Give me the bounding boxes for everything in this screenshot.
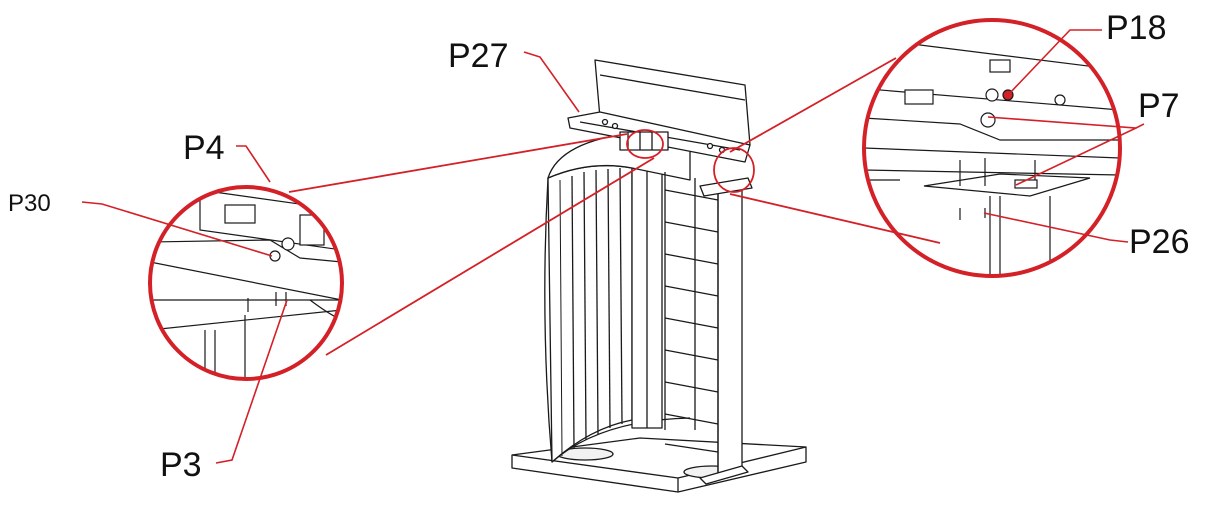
detail-view-left — [148, 185, 344, 381]
leader-p26 — [983, 212, 1129, 243]
detail-circle-right-ring — [862, 18, 1122, 278]
label-p3: P3 — [160, 446, 202, 484]
label-p18: P18 — [1106, 9, 1167, 47]
leader-p4 — [236, 145, 271, 183]
magnify-leader-right-lower — [729, 193, 941, 244]
label-p27: P27 — [448, 37, 509, 75]
label-p7: P7 — [1138, 87, 1180, 125]
post-top-bracket — [699, 177, 753, 197]
label-p30: P30 — [8, 190, 51, 217]
hub-column — [631, 159, 663, 429]
turnstile-assembly — [511, 59, 807, 493]
front-post — [699, 185, 749, 485]
magnify-source-left — [626, 129, 664, 159]
magnify-source-right — [713, 147, 755, 193]
leader-p3 — [215, 299, 288, 464]
leader-p18 — [1007, 29, 1102, 96]
magnify-leaders — [288, 57, 941, 356]
label-p26: P26 — [1129, 223, 1190, 261]
leader-p27 — [523, 51, 580, 113]
magnify-leader-left-lower — [325, 157, 655, 356]
detail-circle-left-ring — [148, 185, 344, 381]
leader-p7-b — [1015, 127, 1137, 186]
label-p4: P4 — [183, 129, 225, 167]
detail-view-right — [862, 18, 1122, 278]
rotor-arms — [664, 172, 719, 453]
leader-p30 — [81, 201, 273, 257]
callout-leaders — [81, 29, 1145, 464]
magnify-leader-left-upper — [288, 133, 628, 193]
magnify-leader-right-upper — [729, 57, 897, 153]
